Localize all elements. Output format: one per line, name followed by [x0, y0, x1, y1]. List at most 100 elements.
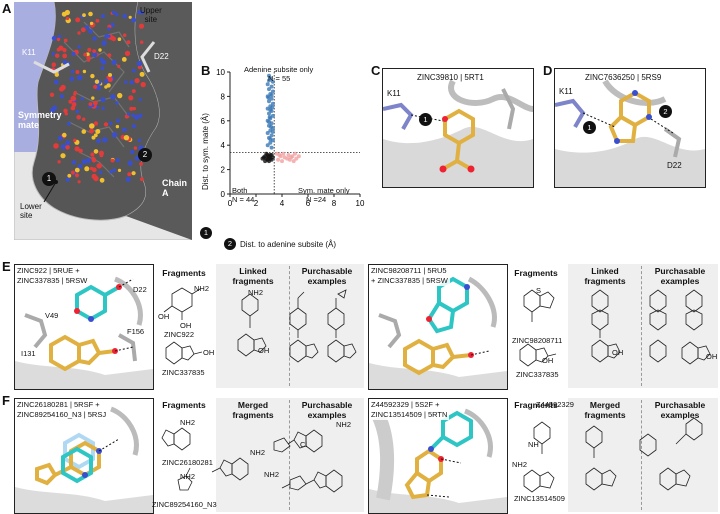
ligand-atom — [77, 75, 83, 81]
ligand-atom — [134, 114, 140, 120]
ligand-atom — [67, 173, 72, 178]
panel-e-linked-header: Linked fragments — [232, 266, 274, 286]
ligand-atom — [70, 69, 75, 74]
ligand-atom — [50, 107, 55, 113]
atom-oh-e7: OH — [706, 352, 718, 361]
scatter-point — [269, 133, 274, 138]
ligand-atom — [131, 17, 136, 23]
scatter-point — [280, 159, 284, 164]
d22-label-e: D22 — [133, 285, 147, 294]
ligand-atom — [121, 57, 127, 62]
frag-zinc89254160-label: ZINC89254160_N3 — [152, 500, 217, 509]
ligand-atom — [89, 123, 95, 129]
scatter-point — [260, 156, 265, 161]
ligand-atom — [77, 31, 81, 35]
atom-nh2-e2: NH2 — [248, 288, 264, 297]
x-tick-label: 4 — [280, 199, 285, 208]
ligand-atom — [107, 76, 113, 82]
atom-nh-f1: NH — [528, 440, 539, 449]
ligand-atom — [65, 140, 71, 146]
ligand-atom — [103, 122, 109, 127]
ligand-atom — [94, 79, 100, 84]
zinc7636250-pose-image — [555, 79, 705, 187]
ligand-atom — [73, 92, 77, 96]
ligand-atom — [93, 100, 98, 106]
scatter-point — [266, 95, 271, 100]
ligand-atom — [102, 137, 108, 143]
ligand-atom — [63, 38, 68, 43]
panel-c-title: ZINC39810 | 5RT1 — [417, 73, 484, 82]
d22-label-a: D22 — [154, 52, 169, 61]
ligand-atom — [76, 115, 81, 120]
ligand-atom — [75, 70, 80, 74]
ligand-atom — [60, 144, 67, 150]
ligand-atom — [65, 145, 70, 150]
atom-oh-e4: OH — [258, 346, 270, 355]
ligand-atom — [86, 55, 91, 61]
x-tick-label: 8 — [332, 199, 337, 208]
panel-e-right-fragments-header: Fragments — [514, 268, 558, 278]
x-tick-label: 6 — [306, 199, 311, 208]
ligand-atom — [123, 135, 130, 141]
both-count: N = 44 — [232, 195, 255, 204]
ligand-atom — [92, 52, 98, 58]
frag-zinc922-label: ZINC922 — [164, 330, 195, 339]
ligand-atom — [68, 99, 73, 104]
panel-label-d: D — [543, 63, 553, 78]
panel-f-right-gray-area — [568, 398, 718, 512]
ligand-atom — [70, 95, 77, 102]
ligand-atom — [137, 10, 142, 15]
ligand-atom — [124, 50, 131, 57]
ligand-atom — [93, 121, 99, 126]
ligand-atom — [74, 167, 80, 173]
y-tick-label: 6 — [221, 117, 226, 126]
ligand-atom — [122, 14, 128, 19]
y-axis-label: Dist. to sym. mate (Å) — [201, 113, 210, 190]
ligand-atom — [126, 112, 130, 116]
zinc26180281-zinc89254160-overlay-image — [15, 406, 153, 513]
ligand-atom — [101, 59, 107, 65]
atom-oh-e5: OH — [542, 356, 554, 365]
ligand-atom — [100, 97, 106, 103]
ligand-atom — [73, 138, 77, 142]
panel-f-right-divider — [641, 400, 642, 510]
ligand-atom — [100, 66, 105, 70]
ligand-atom — [131, 68, 136, 73]
f156-label-e: F156 — [127, 327, 145, 336]
panel-label-c: C — [371, 63, 381, 78]
ligand-atom — [124, 80, 128, 84]
ligand-atom — [138, 23, 145, 29]
ligand-atom — [136, 60, 142, 67]
site-marker-1-c: 1 — [419, 113, 432, 126]
ligand-atom — [62, 132, 67, 138]
panel-e-right-caption-2: + ZINC337835 | 5RSW — [369, 275, 450, 286]
scatter-point — [286, 153, 291, 157]
panel-f-right-structure: Z44592329 | 5S2F + ZINC13514509 | 5RTN — [368, 398, 508, 514]
ligand-atom — [57, 34, 62, 39]
scatter-point — [263, 154, 268, 159]
ligand-atom — [134, 78, 140, 84]
ligand-atom — [98, 48, 102, 52]
ligand-atom — [107, 27, 111, 31]
ligand-atom — [133, 146, 138, 150]
ligand-atom — [127, 160, 133, 166]
atom-nh2-f5: NH2 — [336, 420, 352, 429]
ligand-atom — [138, 97, 142, 102]
ligand-atom — [106, 83, 111, 88]
ligand-atom — [74, 146, 80, 152]
scatter-point — [270, 129, 275, 134]
scatter-point — [270, 89, 275, 94]
ligand-atom — [88, 11, 93, 17]
panel-f-right-caption-2: ZINC13514509 | 5RTN — [369, 409, 450, 420]
ligand-atom — [82, 69, 87, 74]
atom-nh2-f1: NH2 — [180, 418, 196, 427]
pocket-surface-image — [14, 2, 192, 240]
ligand-atom — [78, 148, 83, 154]
ligand-atom — [75, 109, 80, 114]
ligand-atom — [69, 76, 75, 82]
panel-e-right-caption-1: ZINC98208711 | 5RU5 — [369, 265, 449, 276]
scatter-point — [269, 145, 274, 150]
ligand-atom — [65, 177, 70, 182]
scatter-point — [268, 137, 273, 142]
adenine-only-count: N = 55 — [268, 74, 291, 83]
